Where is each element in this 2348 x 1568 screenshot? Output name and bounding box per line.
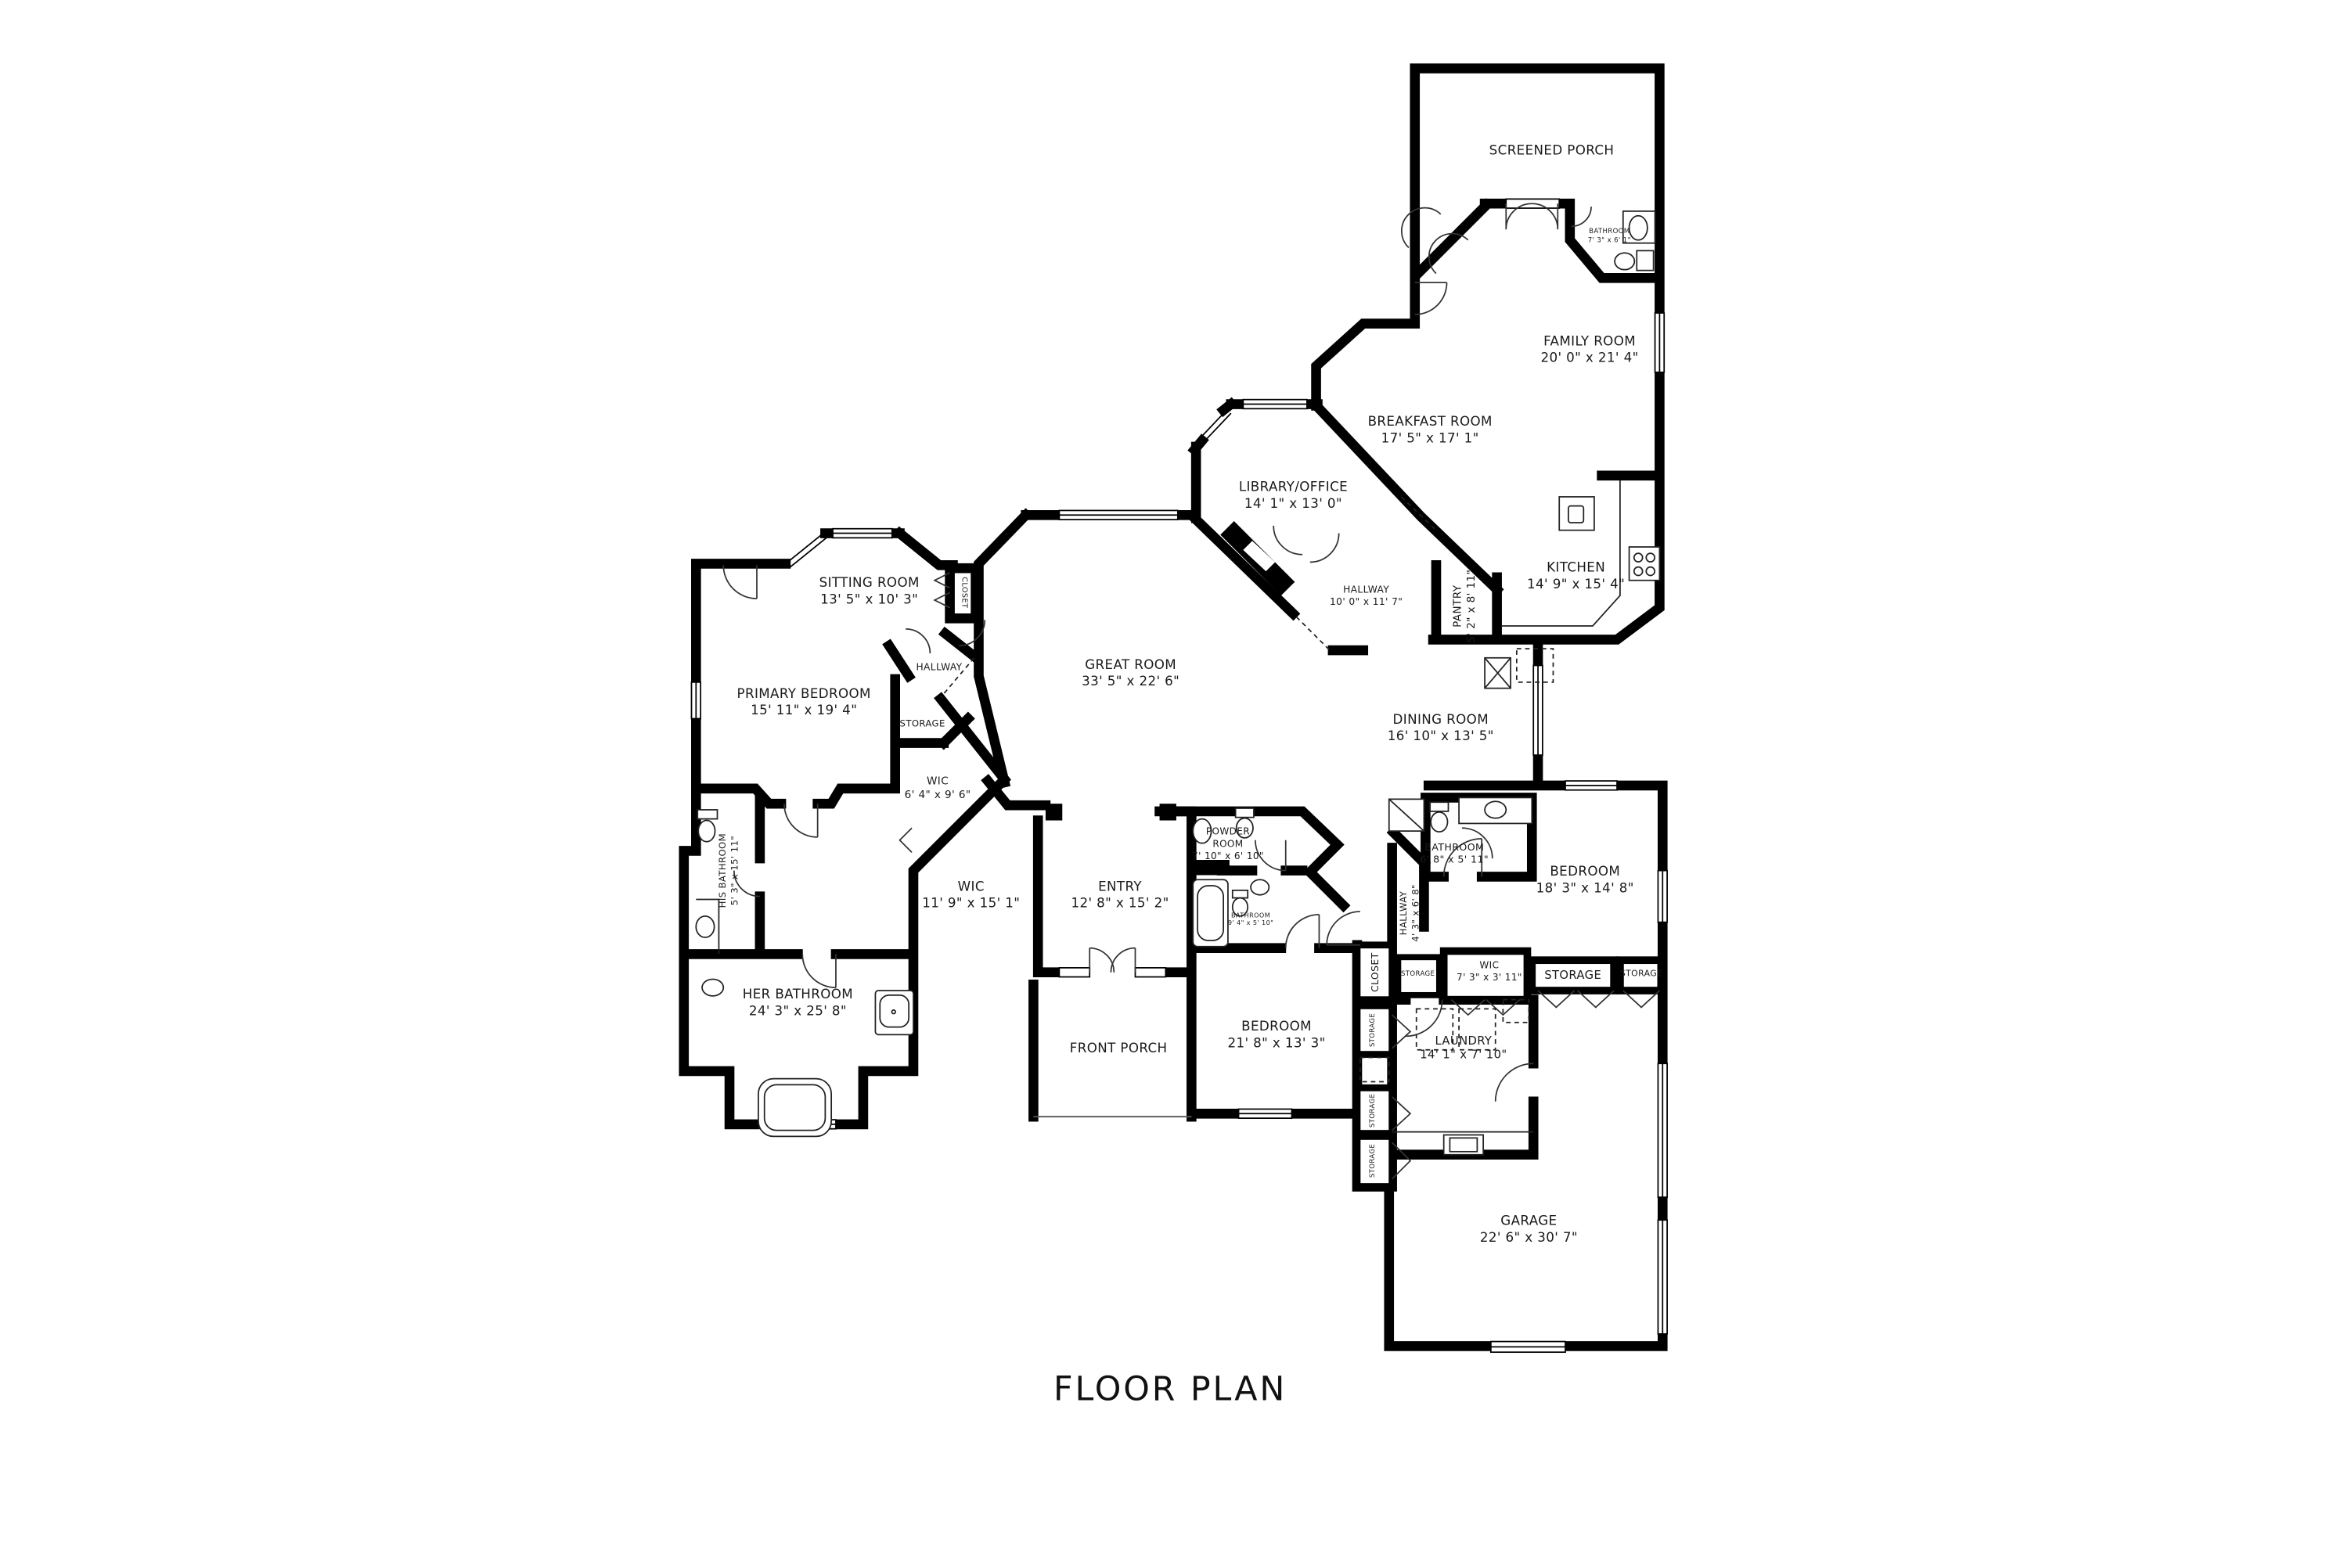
room-label-hallway-sitting: HALLWAY — [916, 662, 963, 674]
room-label-screened-porch: SCREENED PORCH — [1489, 143, 1615, 160]
room-label-closet-sitting: CLOSET — [959, 577, 969, 609]
room-label-front-porch: FRONT PORCH — [1069, 1041, 1168, 1057]
room-label-storage-col-1: STORAGE — [1370, 1012, 1377, 1048]
room-label-storage-col-3: STORAGE — [1370, 1143, 1377, 1178]
dashed-openings — [940, 496, 1554, 1083]
room-label-storage-col-2: STORAGE — [1370, 1093, 1377, 1128]
doors — [722, 203, 1660, 1180]
room-label-storage-wic-row: STORAGE — [1400, 971, 1435, 979]
room-label-storage-row-small: STORAGE — [1619, 969, 1663, 980]
entry-columns — [1045, 804, 1176, 821]
room-label-closet-column: CLOSET — [1369, 952, 1382, 992]
fixtures — [695, 210, 1661, 1156]
room-label-storage-row-large: STORAGE — [1544, 968, 1602, 982]
windows — [690, 198, 1668, 1354]
plan-title: FLOOR PLAN — [1053, 1371, 1287, 1409]
fireplace-icon — [1220, 521, 1295, 596]
walls — [679, 63, 1668, 1351]
room-label-storage-primary: STORAGE — [899, 718, 945, 730]
